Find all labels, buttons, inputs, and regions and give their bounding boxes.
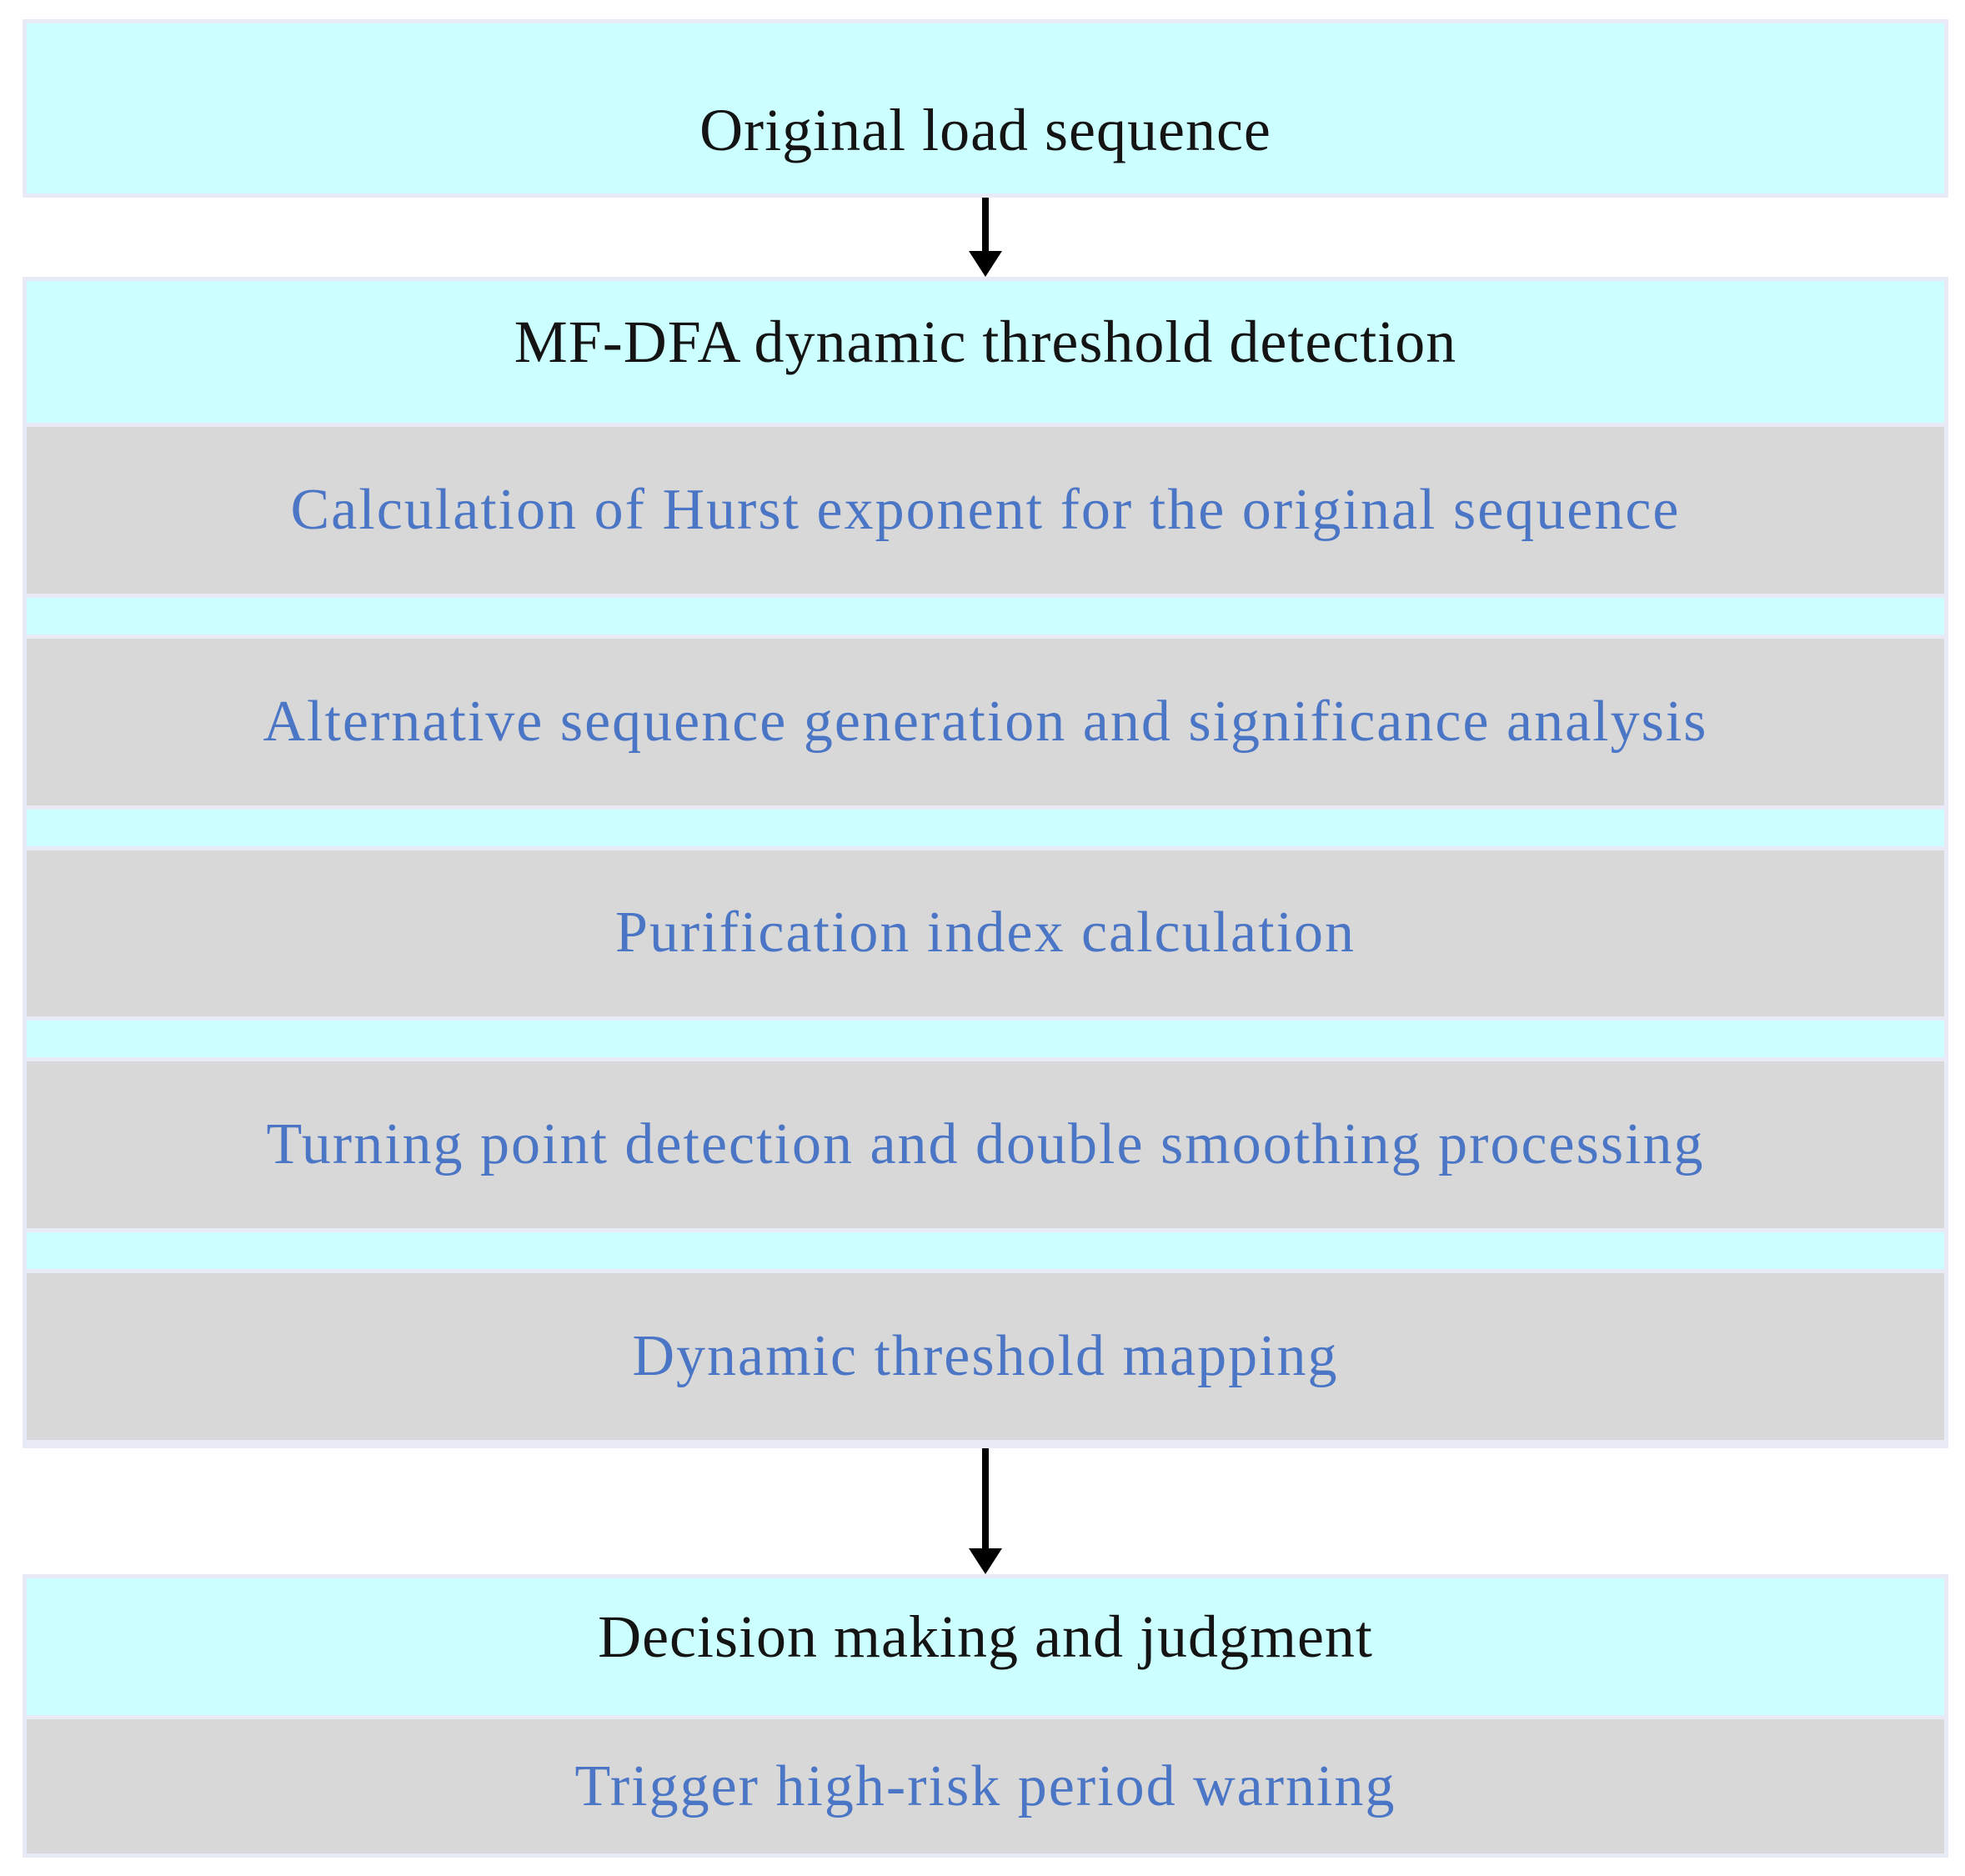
step-label: Alternative sequence generation and sign… (263, 689, 1708, 754)
step-row-purification-index: Purification index calculation (27, 845, 1944, 1021)
original-load-sequence-box: Original load sequence (23, 19, 1948, 198)
decision-header-row: Decision making and judgment (27, 1578, 1944, 1715)
mfdfa-header-label: MF-DFA dynamic threshold detection (514, 308, 1457, 375)
mfdfa-header-row: MF-DFA dynamic threshold detection (27, 281, 1944, 423)
cyan-separator (27, 598, 1944, 635)
step-row-turning-point: Turning point detection and double smoot… (27, 1057, 1944, 1233)
cyan-separator (27, 1021, 1944, 1057)
step-label: Calculation of Hurst exponent for the or… (290, 477, 1681, 542)
down-arrow-icon (969, 1448, 1002, 1574)
decision-header-label: Decision making and judgment (598, 1603, 1373, 1670)
mfdfa-section: MF-DFA dynamic threshold detection Calcu… (23, 277, 1948, 1448)
step-row-trigger-warning: Trigger high-risk period warning (27, 1715, 1944, 1853)
down-arrow-icon (969, 198, 1002, 277)
original-load-sequence-label: Original load sequence (699, 96, 1271, 163)
step-label: Dynamic threshold mapping (632, 1324, 1339, 1389)
decision-section: Decision making and judgment Trigger hig… (23, 1574, 1948, 1858)
step-row-hurst-exponent: Calculation of Hurst exponent for the or… (27, 423, 1944, 598)
step-row-dynamic-threshold-mapping: Dynamic threshold mapping (27, 1269, 1944, 1444)
step-label: Purification index calculation (614, 900, 1356, 966)
cyan-separator (27, 1232, 1944, 1269)
step-label: Trigger high-risk period warning (574, 1753, 1396, 1818)
step-label: Turning point detection and double smoot… (266, 1112, 1705, 1177)
step-row-alternative-sequence: Alternative sequence generation and sign… (27, 634, 1944, 810)
cyan-separator (27, 810, 1944, 846)
